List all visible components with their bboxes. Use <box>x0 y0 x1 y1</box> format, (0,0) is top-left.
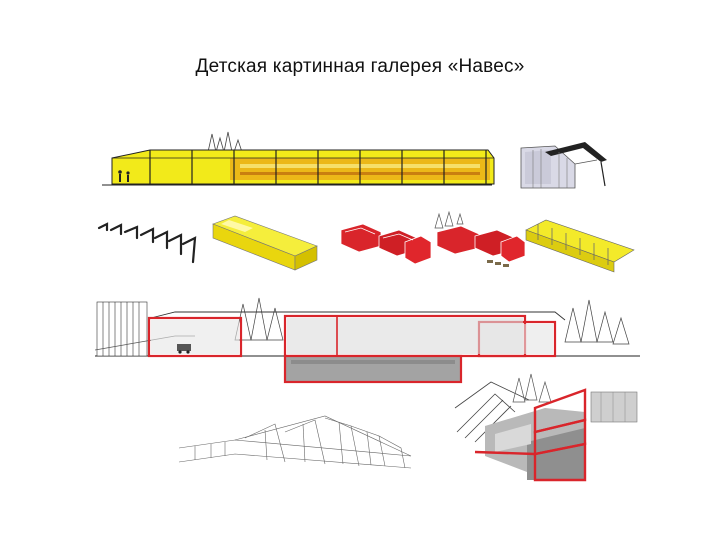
building-section-drawing <box>95 290 640 386</box>
slide-title: Детская картинная галерея «Навес» <box>195 56 525 77</box>
yellow-canopy-grid-diagram <box>520 212 638 274</box>
red-blocks-with-trees-diagram <box>425 210 530 272</box>
canopy-perspective-sketch <box>515 138 611 190</box>
frame-ribs-diagram <box>95 210 210 272</box>
wireframe-perspective-drawing <box>175 410 415 472</box>
canopy-elevation-drawing <box>100 128 496 188</box>
cutaway-perspective-drawing <box>435 372 640 484</box>
red-blocks-diagram <box>335 212 435 268</box>
yellow-volume-diagram <box>205 210 320 274</box>
